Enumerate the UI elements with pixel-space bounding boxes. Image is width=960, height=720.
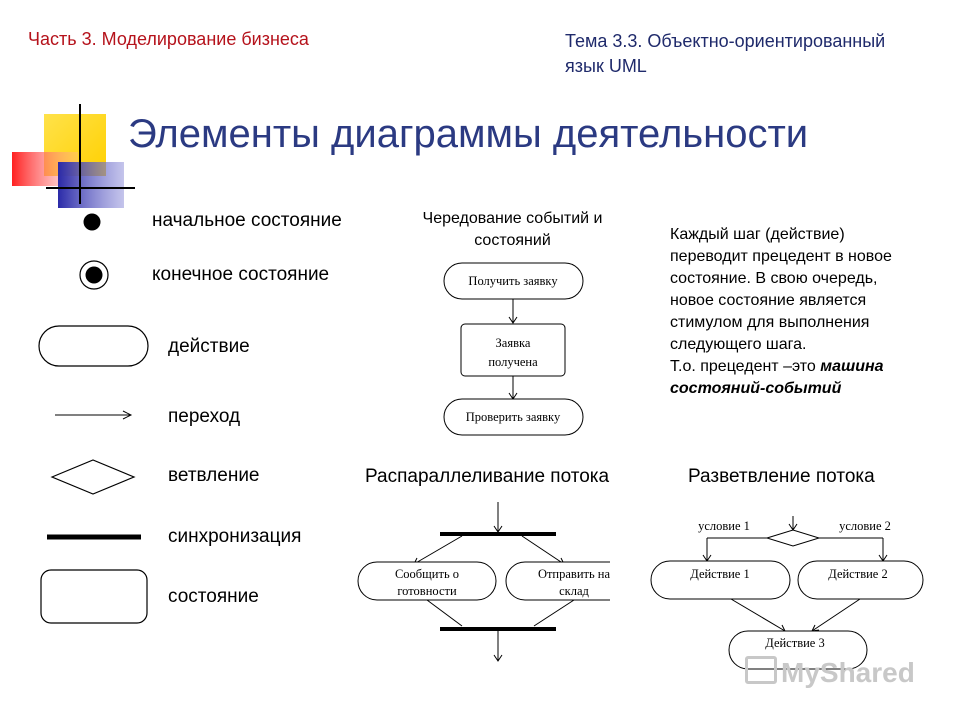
final-state-symbol-outer — [79, 260, 109, 290]
decorative-squares — [12, 104, 135, 208]
note-line-7: Т.о. прецедент –это машина — [670, 356, 955, 378]
sequence-title-line2: состояний — [474, 232, 551, 249]
branching-decision — [765, 529, 821, 547]
branching-action1-label: Действие 1 — [690, 567, 749, 581]
branching-diagram: условие 1 условие 2 Действие 1 Действие … — [650, 516, 924, 670]
legend-symbols — [38, 213, 149, 624]
branch-symbol — [50, 459, 136, 495]
initial-state-symbol — [83, 213, 101, 231]
header-topic-line1: Тема 3.3. Объектно-ориентированный — [565, 31, 886, 51]
branching-action2 — [797, 560, 924, 600]
note-emphasis-1: машина — [820, 358, 884, 375]
fork-left-label-line1: Сообщить о — [395, 567, 459, 581]
final-state-symbol-inner — [85, 266, 103, 284]
branching-title: Разветвление потока — [688, 466, 875, 487]
fork-right-action — [505, 561, 610, 601]
page-title: Элементы диаграммы деятельности — [128, 112, 809, 156]
note-line-2: переводит прецедент в новое — [670, 248, 892, 265]
sequence-step2-box — [443, 398, 584, 436]
sequence-state-label-line2: получена — [488, 355, 538, 369]
header-topic: Тема 3.3. Объектно-ориентированный язык … — [565, 29, 955, 79]
branching-action3-label: Действие 3 — [765, 636, 824, 650]
sequence-state-label-line1: Заявка — [496, 336, 531, 350]
note-line-4: новое состояние является — [670, 292, 867, 309]
branching-action2-label: Действие 2 — [828, 567, 887, 581]
transition-arrowhead — [122, 410, 133, 420]
note-emphasis-2: состояний-событий — [670, 380, 842, 397]
legend-action: действие — [168, 336, 250, 357]
branching-cond1: условие 1 — [698, 519, 750, 533]
note-line-8: состояний-событий — [670, 378, 955, 400]
fork-right-label-line1: Отправить на — [538, 567, 610, 581]
watermark-icon — [745, 656, 777, 684]
legend-initial-state: начальное состояние — [152, 210, 342, 231]
sequence-step1-label: Получить заявку — [468, 274, 558, 288]
note-line-1: Каждый шаг (действие) — [670, 226, 845, 243]
watermark: MyShared — [745, 656, 915, 689]
header-topic-line2: язык UML — [565, 56, 647, 76]
note-line-3: состояние. В свою очередь, — [670, 270, 878, 287]
note-line-5: стимулом для выполнения — [670, 314, 870, 331]
legend-state: состояние — [168, 586, 259, 607]
header-part: Часть 3. Моделирование бизнеса — [28, 29, 309, 49]
watermark-text: MyShared — [781, 657, 915, 688]
sequence-diagram: Получить заявку Заявка получена Проверит… — [443, 262, 584, 436]
note-line-6: следующего шага. — [670, 336, 807, 353]
branching-cond2: условие 2 — [839, 519, 891, 533]
legend-transition: переход — [168, 406, 241, 427]
legend-final-state: конечное состояние — [152, 264, 330, 285]
sequence-step2-label: Проверить заявку — [466, 410, 561, 424]
fork-right-label-line2: склад — [559, 584, 589, 598]
note-text: Каждый шаг (действие) переводит прецеден… — [670, 224, 955, 400]
action-symbol — [38, 325, 149, 367]
fork-left-label-line2: готовности — [397, 584, 457, 598]
sequence-title-line1: Чередование событий и — [422, 210, 603, 227]
legend-sync: синхронизация — [168, 526, 302, 547]
note-line-7-plain: Т.о. прецедент –это — [670, 358, 821, 375]
legend-branch: ветвление — [168, 465, 260, 486]
fork-title: Распараллеливание потока — [365, 466, 610, 487]
fork-diagram: Сообщить о готовности Отправить на склад — [357, 502, 610, 662]
state-symbol — [40, 569, 148, 624]
branching-action1 — [650, 560, 791, 600]
branching-action3 — [728, 630, 868, 670]
sequence-title: Чередование событий и состояний — [400, 208, 625, 252]
